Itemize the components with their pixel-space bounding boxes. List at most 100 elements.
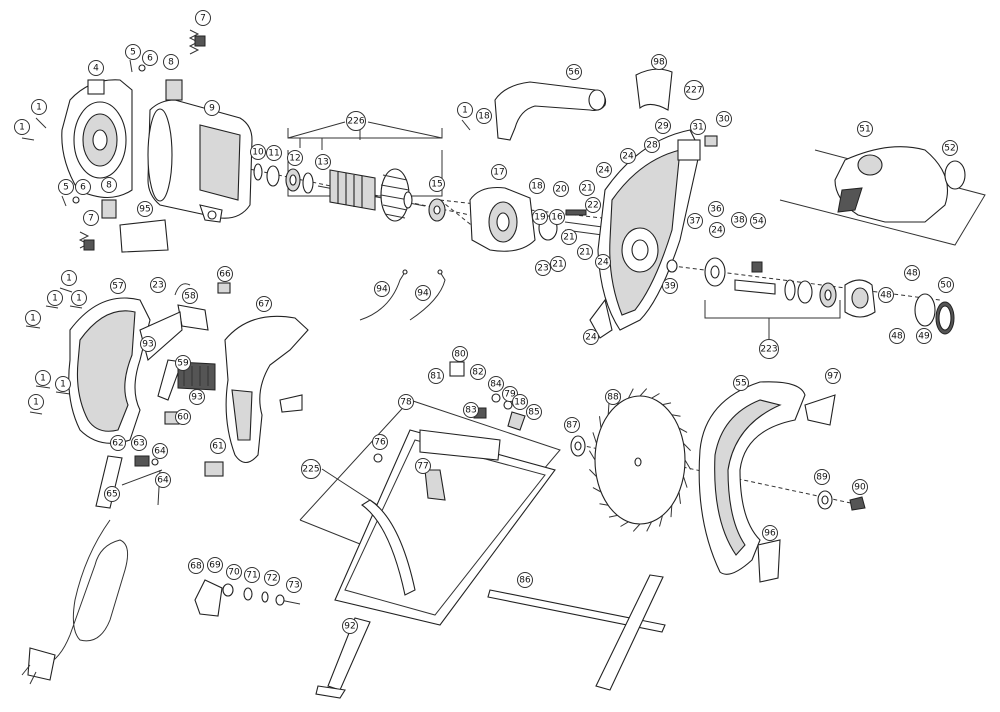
callout-number: 84 <box>490 380 502 390</box>
callout-circle <box>315 154 331 170</box>
part-callout: 24 <box>583 329 599 345</box>
part-callout: 24 <box>596 162 612 178</box>
callout-number: 18 <box>478 112 490 122</box>
callout-circle <box>731 212 747 228</box>
part-callout: 62 <box>110 435 126 451</box>
callout-number: 223 <box>760 345 777 355</box>
callout-number: 94 <box>376 285 388 295</box>
callout-number: 85 <box>528 408 539 418</box>
callout-circle <box>577 244 593 260</box>
callout-circle <box>110 278 126 294</box>
callout-circle <box>549 209 565 225</box>
callout-circle <box>759 339 779 359</box>
callout-circle <box>687 213 703 229</box>
part-callout: 94 <box>374 281 390 297</box>
part-callout: 227 <box>684 80 704 100</box>
part-callout: 87 <box>564 417 580 433</box>
callout-number: 63 <box>133 439 144 449</box>
callout-circle <box>491 164 507 180</box>
callout-number: 94 <box>417 289 429 299</box>
part-callout: 23 <box>535 260 551 276</box>
callout-circle <box>47 290 63 306</box>
callout-number: 227 <box>685 86 702 96</box>
callout-number: 21 <box>581 184 592 194</box>
part-callout: 98 <box>651 54 667 70</box>
callout-circle <box>163 54 179 70</box>
callout-circle <box>131 435 147 451</box>
callout-circle <box>189 389 205 405</box>
part-callout: 23 <box>150 277 166 293</box>
callout-number: 55 <box>735 379 746 389</box>
callout-number: 71 <box>246 571 257 581</box>
part-callout: 85 <box>526 404 542 420</box>
callout-number: 73 <box>288 581 299 591</box>
part-callout: 64 <box>152 443 168 459</box>
label-98 <box>635 68 673 111</box>
part-callout: 1 <box>61 270 77 286</box>
part-callout: 63 <box>131 435 147 451</box>
part-callout: 90 <box>852 479 868 495</box>
callout-circle <box>526 404 542 420</box>
callout-circle <box>182 288 198 304</box>
callout-number: 4 <box>93 64 99 74</box>
part-callout: 21 <box>550 256 566 272</box>
callout-number: 60 <box>177 413 189 423</box>
callout-number: 48 <box>891 332 903 342</box>
part-callout: 51 <box>857 121 873 137</box>
part-callout: 1 <box>55 376 71 392</box>
callout-circle <box>733 375 749 391</box>
callout-number: 16 <box>551 213 563 223</box>
callout-number: 98 <box>653 58 665 68</box>
callout-circle <box>708 201 724 217</box>
callout-circle <box>904 265 920 281</box>
callout-number: 18 <box>514 398 526 408</box>
callout-circle <box>550 256 566 272</box>
callout-circle <box>250 144 266 160</box>
part-callout: 72 <box>264 570 280 586</box>
callout-number: 66 <box>219 270 231 280</box>
part-callout: 97 <box>825 368 841 384</box>
callout-circle <box>264 570 280 586</box>
callout-circle <box>878 287 894 303</box>
callout-number: 1 <box>40 374 46 384</box>
part-callout: 8 <box>101 177 117 193</box>
callout-circle <box>204 100 220 116</box>
callout-number: 52 <box>944 144 955 154</box>
callout-number: 24 <box>711 226 723 236</box>
callout-number: 65 <box>106 490 117 500</box>
callout-circle <box>286 577 302 593</box>
armature <box>317 168 426 222</box>
part-callout: 36 <box>708 201 724 217</box>
callout-number: 24 <box>598 166 610 176</box>
part-callout: 60 <box>175 409 191 425</box>
part-callout: 39 <box>662 278 678 294</box>
part-callout: 4 <box>88 60 104 76</box>
callout-circle <box>415 285 431 301</box>
callout-number: 38 <box>733 216 745 226</box>
part-callout: 24 <box>595 254 611 270</box>
part-callout: 78 <box>398 394 414 410</box>
callout-number: 24 <box>585 333 597 343</box>
callout-circle <box>101 177 117 193</box>
callout-number: 7 <box>200 14 206 24</box>
part-callout: 21 <box>577 244 593 260</box>
callout-circle <box>175 409 191 425</box>
callout-circle <box>104 486 120 502</box>
callout-number: 36 <box>710 205 722 215</box>
power-cord <box>21 519 129 685</box>
callout-number: 87 <box>566 421 577 431</box>
callout-number: 8 <box>106 181 112 191</box>
callout-circle <box>210 438 226 454</box>
bracket-223 <box>704 300 841 340</box>
callout-number: 7 <box>88 214 94 224</box>
part-callout: 89 <box>814 469 830 485</box>
callout-circle <box>512 394 528 410</box>
callout-circle <box>28 394 44 410</box>
callout-circle <box>938 277 954 293</box>
callout-number: 28 <box>646 141 658 151</box>
part-callout: 57 <box>110 278 126 294</box>
callout-number: 97 <box>827 372 838 382</box>
callout-number: 37 <box>689 217 700 227</box>
right-handle-half <box>224 315 309 464</box>
part-callout: 83 <box>463 402 479 418</box>
